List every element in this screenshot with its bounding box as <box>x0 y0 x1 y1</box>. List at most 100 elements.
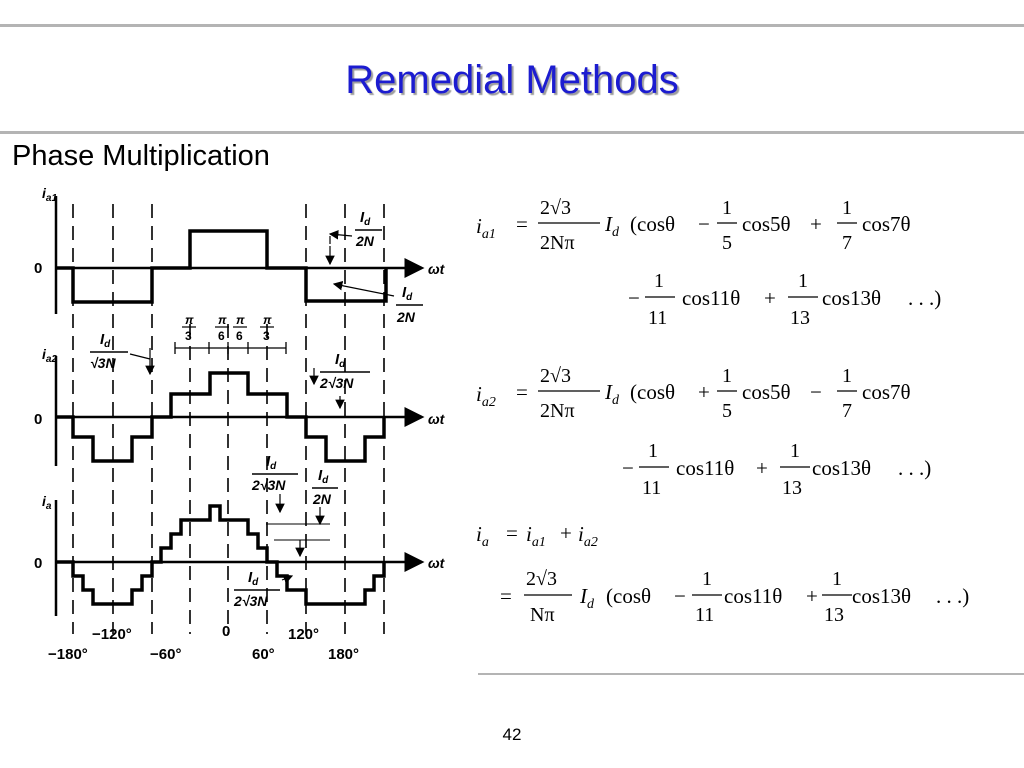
ia1-2n-label-top: 2N <box>355 233 375 249</box>
ia2-axis-label: ia2 <box>42 346 57 365</box>
ia1-waveform <box>56 229 388 304</box>
ia-2sqrt3n-label-bottom: 2√3N <box>233 593 268 609</box>
ia2-waveform <box>56 371 386 463</box>
svg-text:1: 1 <box>842 197 852 219</box>
ia2-plot: ia2 0 ωt Id √3N Id 2√3N <box>34 331 446 466</box>
svg-text:cos5θ: cos5θ <box>742 380 791 404</box>
pi-6-right-num: π <box>236 313 245 327</box>
angle-120: 120° <box>288 626 319 643</box>
ia1-wt-label: ωt <box>428 261 446 277</box>
pi-6-right-den: 6 <box>236 329 243 343</box>
slide-title: Remedial Methods <box>345 58 679 102</box>
ia2-2sqrt3n-label: 2√3N <box>319 375 354 391</box>
pi-6-left-den: 6 <box>218 329 225 343</box>
svg-text:ia2: ia2 <box>476 382 496 410</box>
svg-text:cos13θ: cos13θ <box>822 286 881 310</box>
pi-3-right-num: π <box>263 313 272 327</box>
svg-text:. . .): . . .) <box>936 584 969 608</box>
page-number: 42 <box>502 725 522 744</box>
svg-text:13: 13 <box>790 307 810 329</box>
svg-text:Id: Id <box>604 380 620 408</box>
svg-text:(cosθ: (cosθ <box>630 380 675 404</box>
svg-text:=: = <box>506 521 518 545</box>
svg-text:cos13θ: cos13θ <box>852 584 911 608</box>
svg-text:−: − <box>628 286 640 310</box>
svg-text:7: 7 <box>842 232 852 254</box>
angle-minus-60: −60° <box>150 646 181 663</box>
angle-0: 0 <box>222 623 230 640</box>
svg-text:=: = <box>516 380 528 404</box>
svg-text:+: + <box>810 212 822 236</box>
svg-text:. . .): . . .) <box>898 456 931 480</box>
svg-text:+: + <box>698 380 710 404</box>
svg-text:ia: ia <box>476 522 489 550</box>
ia2-sqrt3n-label: √3N <box>90 355 116 371</box>
svg-text:2√3: 2√3 <box>526 568 557 590</box>
ia1-axis-label: ia1 <box>42 185 57 204</box>
svg-text:1: 1 <box>842 365 852 387</box>
svg-text:1: 1 <box>654 270 664 292</box>
equation-ia1: ia1 = 2√3 2Nπ Id (cosθ − 1 5 cos5θ + 1 7… <box>476 197 911 254</box>
ia-zero-label: 0 <box>34 555 42 572</box>
ia2-wt-label: ωt <box>428 411 446 427</box>
svg-text:−: − <box>698 212 710 236</box>
ia-id-label-2n: Id <box>318 467 329 486</box>
bottom-rule <box>478 673 1024 675</box>
ia1-id-label-top: Id <box>360 209 371 228</box>
svg-text:ia1: ia1 <box>526 522 546 550</box>
ia2-id-label-right: Id <box>335 351 346 370</box>
equation-ia-result: = 2√3 Nπ Id (cosθ − 1 11 cos11θ + 1 13 c… <box>500 568 969 626</box>
svg-text:−: − <box>674 584 686 608</box>
angle-180: 180° <box>328 646 359 663</box>
ia1-zero-label: 0 <box>34 260 42 277</box>
ia-2n-label: 2N <box>312 491 332 507</box>
svg-text:(cosθ: (cosθ <box>606 584 651 608</box>
svg-text:=: = <box>500 584 512 608</box>
svg-text:11: 11 <box>648 307 667 329</box>
svg-text:11: 11 <box>642 477 661 499</box>
svg-text:+: + <box>764 286 776 310</box>
svg-text:5: 5 <box>722 400 732 422</box>
svg-text:5: 5 <box>722 232 732 254</box>
svg-text:cos11θ: cos11θ <box>682 286 740 310</box>
svg-text:7: 7 <box>842 400 852 422</box>
svg-text:+: + <box>560 521 572 545</box>
pi-dimension-markers: π 3 π 6 π 6 π 3 <box>174 313 287 354</box>
ia1-id-label-bottom: Id <box>402 284 413 303</box>
svg-text:1: 1 <box>722 197 732 219</box>
waveform-figure: ia1 0 ωt Id 2N Id 2N π 3 π 6 π 6 π 3 <box>34 185 446 663</box>
svg-text:1: 1 <box>722 365 732 387</box>
svg-text:Id: Id <box>604 212 620 240</box>
angle-labels: −120° −180° −60° 0 60° 120° 180° <box>48 623 359 663</box>
svg-text:2Nπ: 2Nπ <box>540 232 575 254</box>
svg-text:−: − <box>622 456 634 480</box>
ia-waveform <box>56 504 386 606</box>
ia-plot: ia 0 ωt Id 2√3N Id 2N Id 2√3N <box>34 453 446 616</box>
pi-3-left-num: π <box>185 313 194 327</box>
ia-wt-label: ωt <box>428 555 446 571</box>
angle-minus-120: −120° <box>92 626 132 643</box>
ia-axis-label: ia <box>42 493 52 512</box>
svg-text:cos7θ: cos7θ <box>862 212 911 236</box>
top-rule <box>0 24 1024 27</box>
svg-text:+: + <box>756 456 768 480</box>
svg-text:cos11θ: cos11θ <box>676 456 734 480</box>
svg-text:Id: Id <box>579 584 595 612</box>
svg-text:cos11θ: cos11θ <box>724 584 782 608</box>
svg-text:2√3: 2√3 <box>540 365 571 387</box>
title-rule <box>0 131 1024 134</box>
ia-2sqrt3n-label-top: 2√3N <box>251 477 286 493</box>
slide-subtitle: Phase Multiplication <box>12 140 270 172</box>
ia2-id-label-left: Id <box>100 331 111 350</box>
svg-text:1: 1 <box>798 270 808 292</box>
svg-text:11: 11 <box>695 604 714 626</box>
ia2-annot-arrow-left <box>129 353 151 360</box>
svg-text:13: 13 <box>782 477 802 499</box>
svg-text:(cosθ: (cosθ <box>630 212 675 236</box>
svg-text:=: = <box>516 212 528 236</box>
svg-text:ia2: ia2 <box>578 522 598 550</box>
equation-ia2: ia2 = 2√3 2Nπ Id (cosθ + 1 5 cos5θ − 1 7… <box>476 365 911 422</box>
ia1-2n-label-bottom: 2N <box>396 309 416 325</box>
pi-3-left-den: 3 <box>185 329 192 343</box>
svg-text:1: 1 <box>648 440 658 462</box>
